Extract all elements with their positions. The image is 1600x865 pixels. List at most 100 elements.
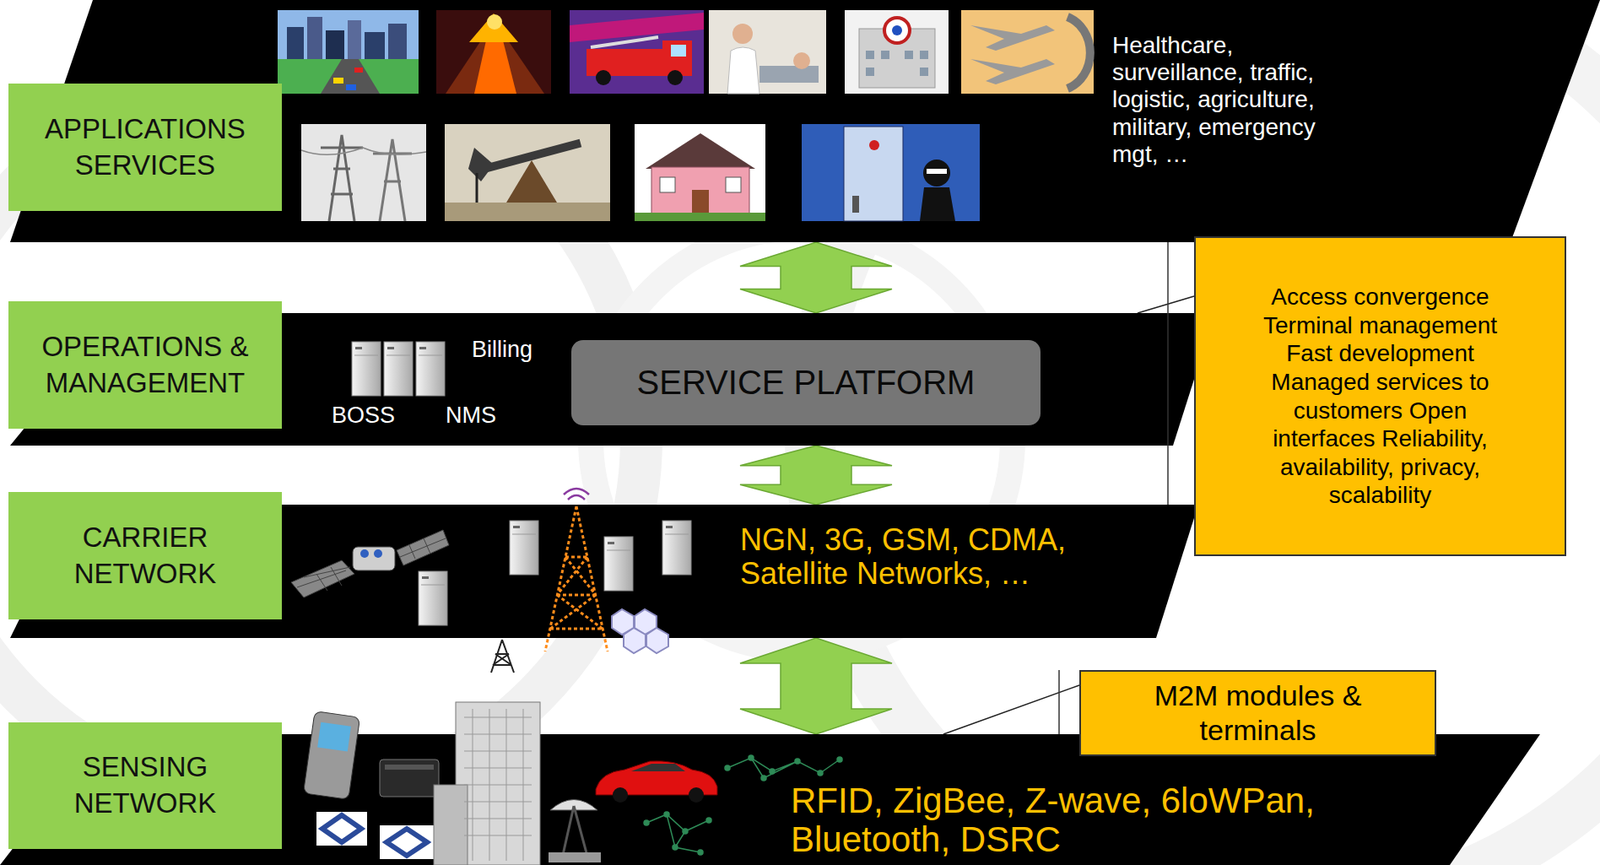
fire-truck-picture: [662, 40, 692, 76]
sensor-network: [643, 820, 649, 826]
leader-line: [1137, 296, 1195, 314]
system-label: NMS: [445, 402, 497, 429]
server-icons: [416, 341, 445, 396]
volcano-picture: [436, 10, 552, 94]
burglar-picture: [926, 168, 947, 174]
burglar-picture: [843, 126, 903, 222]
power-grid-picture: [301, 124, 427, 222]
burglar-picture: [801, 124, 980, 222]
sensor-network: [643, 755, 843, 855]
satellite-picture: [291, 560, 355, 598]
hospital-picture: [865, 50, 875, 60]
chip-icons: [386, 828, 428, 856]
fire-truck-picture: [569, 12, 704, 43]
bracket-line: [1167, 242, 1169, 505]
hospital-picture: [844, 10, 949, 94]
city-picture: [277, 10, 419, 94]
application-list: Healthcare, surveillance, traffic, logis…: [1112, 32, 1366, 168]
service-platform: SERVICE PLATFORM: [571, 340, 1041, 426]
sensor-network: [646, 814, 709, 853]
fire-truck-picture: [590, 37, 659, 48]
house-picture: [725, 177, 741, 193]
city-picture: [345, 84, 357, 91]
layer-band: NGN, 3G, GSM, CDMA, Satellite Networks, …: [0, 504, 1199, 638]
sensor-network: [697, 849, 703, 855]
oil-pump-picture: [475, 172, 479, 203]
sensor-network: [817, 770, 823, 776]
box-text: M2M modules & terminals: [1121, 678, 1395, 748]
city-picture: [325, 30, 345, 61]
satellite-picture: [352, 546, 395, 571]
layer-band: Healthcare, surveillance, traffic, logis…: [0, 0, 1600, 243]
city-picture: [354, 67, 363, 73]
hospital-picture: [904, 50, 914, 60]
sensor-network: [794, 758, 800, 764]
burglar-picture: [869, 140, 880, 151]
city-picture: [333, 77, 344, 84]
city-picture: [286, 27, 304, 61]
fire-truck-picture: [667, 70, 683, 86]
sensor-network: [672, 844, 678, 850]
house-picture: [691, 189, 709, 218]
server-icons: [509, 520, 539, 575]
double-arrow: [740, 637, 892, 735]
sensor-network: [748, 755, 754, 761]
device-box: [379, 759, 439, 797]
city-picture: [277, 59, 419, 94]
server-icons: [351, 341, 381, 396]
satellite-picture: [373, 549, 383, 558]
layer-label: APPLICATIONS SERVICES: [8, 83, 282, 211]
hospital-picture: [844, 10, 949, 94]
burglar-picture: [923, 159, 951, 187]
chip-icons: [379, 825, 434, 860]
volcano-picture: [445, 40, 545, 94]
cell-hexagons: [646, 627, 669, 654]
bracket-line: [1058, 670, 1060, 735]
layer-band: BillingBOSSNMSOPERATIONS & MANAGEMENTSER…: [0, 313, 1216, 446]
fire-truck-picture: [670, 44, 687, 57]
cell-hexagons: [611, 609, 669, 654]
doctor-picture: [708, 10, 827, 94]
power-grid-picture: [301, 147, 427, 155]
doctor-picture: [759, 65, 819, 83]
doctor-picture: [793, 52, 811, 70]
satellite-picture: [297, 567, 351, 591]
power-grid-picture: [301, 124, 427, 222]
server-icons: [418, 571, 448, 626]
office-building: [464, 708, 532, 861]
satellite-dish: [550, 800, 598, 811]
hospital-picture: [891, 25, 903, 36]
burglar-picture: [852, 195, 860, 213]
fire-truck-picture: [569, 10, 704, 94]
city-picture: [320, 59, 380, 94]
doctor-picture: [708, 10, 827, 94]
leader-line: [943, 685, 1080, 735]
hospital-picture: [884, 17, 910, 44]
fire-truck-picture: [595, 70, 611, 86]
red-car: [612, 787, 628, 803]
satellite-picture: [396, 529, 449, 566]
technology-list: RFID, ZigBee, Z-wave, 6loWPan, Bluetooth…: [790, 781, 1433, 860]
system-label: Billing: [471, 336, 533, 363]
radio-tower: [563, 488, 590, 500]
city-picture: [307, 16, 323, 61]
sensor-network: [706, 817, 712, 823]
office-building: [455, 702, 541, 865]
cell-hexagons: [611, 609, 634, 635]
bracket-line: [1059, 242, 1168, 735]
oil-pump-picture: [444, 124, 611, 222]
volcano-picture: [474, 40, 517, 94]
oil-pump-picture: [444, 124, 611, 222]
satellite-dish: [548, 852, 601, 863]
box-text: SENSING NETWORK: [15, 749, 276, 822]
feature-callout: M2M modules & terminals: [1079, 670, 1437, 757]
power-grid-picture: [372, 139, 412, 222]
box-text: OPERATIONS & MANAGEMENT: [15, 329, 276, 402]
office-building: [433, 784, 468, 865]
small-tower: [491, 639, 514, 673]
sensor-network: [664, 811, 670, 817]
server-icons: [418, 520, 692, 626]
server-icons: [604, 536, 633, 591]
server-icons: [351, 341, 445, 396]
